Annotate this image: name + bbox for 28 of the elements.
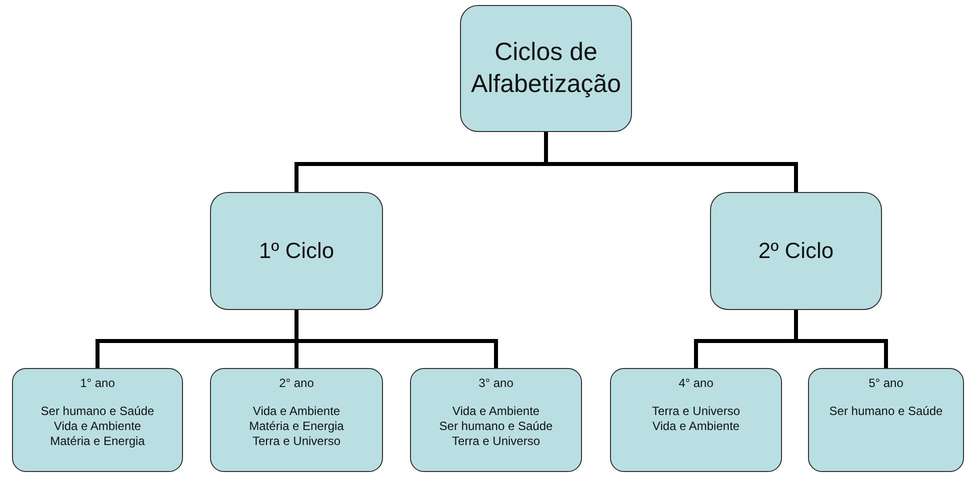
box-heading: 1° ano [80, 376, 115, 390]
org-chart-box [410, 368, 582, 472]
topic-text: Vida e Ambiente [54, 419, 142, 434]
box-heading: 3° ano [478, 376, 514, 390]
org-chart-box [710, 192, 882, 310]
box-title: 1º Ciclo [258, 237, 334, 265]
org-chart-box [12, 368, 183, 472]
topic-text: Vida e Ambiente [452, 404, 540, 420]
topic-text: Matéria e Energia [50, 434, 145, 450]
topic-text: Ser humano e Saúde [40, 404, 154, 420]
topic-text: Terra e Universo [452, 434, 540, 450]
box-title: Ciclos de Alfabetização [470, 37, 622, 100]
topic-text: Vida e Ambiente [252, 404, 340, 420]
org-chart-box [210, 368, 383, 472]
org-chart-box [808, 368, 964, 472]
topic-text: Matéria e Energia [249, 419, 344, 434]
box-heading: 2° ano [279, 376, 314, 390]
org-chart-box [460, 5, 632, 132]
org-chart-box [610, 368, 782, 472]
topic-text: Vida e Ambiente [652, 419, 740, 434]
topic-text: Terra e Universo [652, 404, 740, 420]
box-heading: 4° ano [678, 376, 714, 390]
box-heading: 5° ano [868, 376, 904, 390]
box-title: 2º Ciclo [758, 237, 834, 265]
org-chart-box [210, 192, 383, 310]
topic-text: Ser humano e Saúde [439, 419, 553, 434]
topic-text: Terra e Universo [252, 434, 341, 450]
topic-text: Ser humano e Saúde [829, 404, 943, 420]
